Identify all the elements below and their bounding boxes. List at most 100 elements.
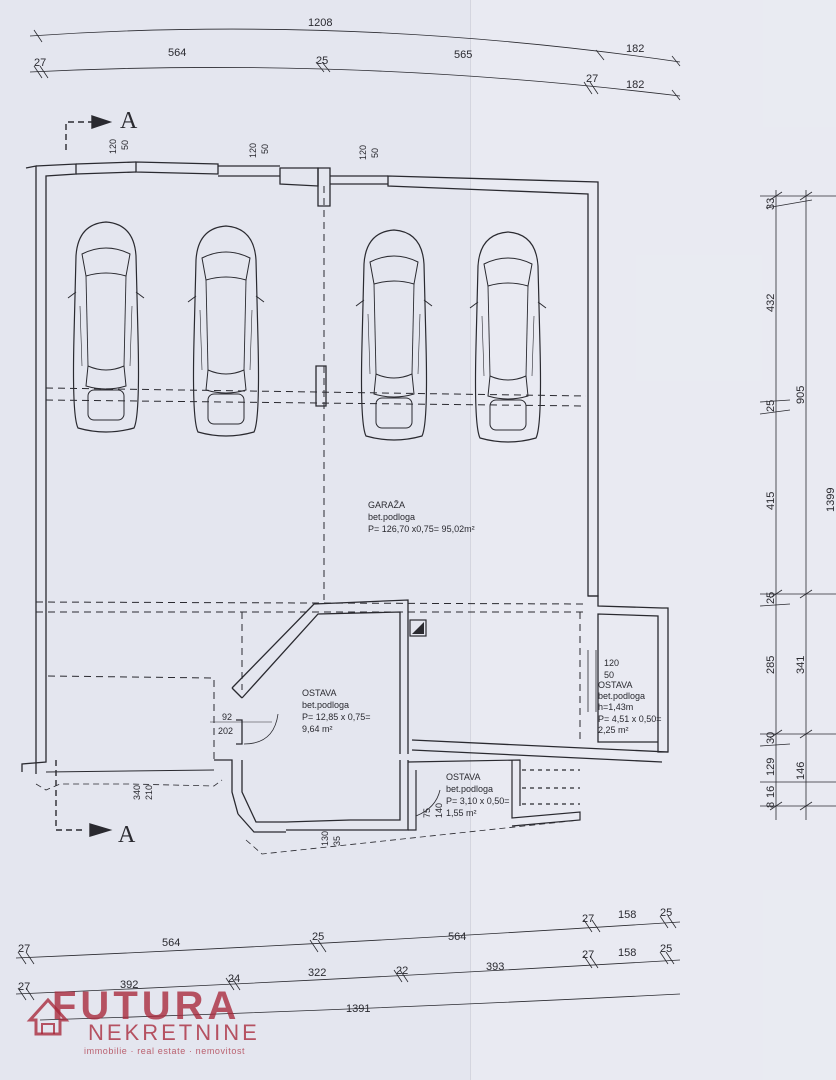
- section-mark-bottom: [55, 760, 113, 837]
- svg-text:146: 146: [795, 762, 807, 780]
- storage-main-floor: bet.podloga: [302, 700, 349, 710]
- svg-text:120: 120: [358, 145, 368, 160]
- futura-logo: FUTURA NEKRETNINE immobilie · real estat…: [22, 984, 257, 1060]
- storage-main-area1: P= 12,85 x 0,75=: [302, 712, 371, 722]
- storage-small-name: OSTAVA: [446, 772, 481, 782]
- svg-text:25: 25: [765, 400, 777, 412]
- dim-top-564: 564: [168, 47, 186, 59]
- door-small-140: 140: [434, 803, 444, 818]
- svg-text:33: 33: [765, 198, 777, 210]
- garage-name: GARAŽA: [368, 500, 405, 510]
- storage-small-walls: [407, 759, 581, 831]
- svg-text:27: 27: [582, 949, 594, 961]
- storage-right-area2: 2,25 m²: [598, 725, 629, 735]
- outer-walls: [21, 161, 669, 774]
- svg-text:27: 27: [582, 913, 594, 925]
- svg-text:285: 285: [765, 656, 777, 674]
- bottom-dims-text: 27 564 25 564 27 158 25 27 392 24 322 22…: [18, 907, 672, 1015]
- svg-text:30: 30: [765, 732, 777, 744]
- svg-text:24: 24: [228, 973, 240, 985]
- dim-top-27-right: 27: [586, 73, 598, 85]
- parked-cars: [67, 221, 547, 443]
- svg-text:564: 564: [162, 937, 180, 949]
- svg-text:8: 8: [765, 802, 777, 808]
- logo-name: FUTURA: [52, 984, 241, 1028]
- section-label-bottom: A: [118, 822, 136, 848]
- logo-house-icon: [26, 997, 70, 1036]
- storage-small-area1: P= 3,10 x 0,50=: [446, 796, 510, 806]
- svg-text:25: 25: [765, 592, 777, 604]
- dashed-beams: [35, 186, 587, 760]
- svg-text:16: 16: [765, 786, 777, 798]
- logo-tagline: immobilie · real estate · nemovitost: [84, 1046, 246, 1056]
- top-dimension-lines: [29, 28, 681, 101]
- svg-text:1391: 1391: [346, 1003, 370, 1015]
- storage-right-dim-120: 120: [604, 658, 619, 668]
- storage-main-area2: 9,64 m²: [302, 724, 333, 734]
- storage-small-floor: bet.podloga: [446, 784, 493, 794]
- door-small-75: 75: [422, 808, 432, 818]
- svg-text:905: 905: [795, 386, 807, 404]
- svg-text:322: 322: [308, 967, 326, 979]
- door-dim-340: 340: [132, 785, 142, 800]
- svg-text:341: 341: [795, 656, 807, 674]
- window-dims: 120 50 120 50 120 50: [108, 139, 380, 160]
- bottom-dimension-lines: [15, 915, 681, 1021]
- section-label-top: A: [120, 108, 138, 134]
- storage-right-height: h=1,43m: [598, 702, 633, 712]
- garage-area: P= 126,70 x0,75= 95,02m²: [368, 524, 475, 534]
- garage-floor: bet.podloga: [368, 512, 415, 522]
- door-dim-202: 202: [218, 726, 233, 736]
- svg-text:120: 120: [108, 139, 118, 154]
- storage-right-floor: bet.podloga: [598, 691, 645, 701]
- chimney-fill: [412, 622, 424, 634]
- svg-text:158: 158: [618, 909, 636, 921]
- svg-text:22: 22: [396, 965, 408, 977]
- dim-top-182-upper: 182: [626, 43, 644, 55]
- svg-text:25: 25: [660, 943, 672, 955]
- dim-top-565: 565: [454, 49, 472, 61]
- logo-subtitle: NEKRETNINE: [88, 1020, 260, 1045]
- svg-text:129: 129: [765, 758, 777, 776]
- car-3: [355, 229, 433, 441]
- svg-text:393: 393: [486, 961, 504, 973]
- svg-text:415: 415: [765, 492, 777, 510]
- svg-text:27: 27: [18, 981, 30, 993]
- svg-text:50: 50: [120, 140, 130, 150]
- chimney-square: [409, 619, 427, 637]
- svg-text:392: 392: [120, 979, 138, 991]
- paper-fold: [470, 0, 472, 1080]
- window-bottom-35: 35: [332, 836, 342, 846]
- door-swing: [243, 713, 279, 745]
- car-2: [187, 225, 265, 437]
- door-dim-92: 92: [222, 712, 232, 722]
- dim-top-25: 25: [316, 55, 328, 67]
- dim-overall-top: 1208: [308, 17, 332, 29]
- right-dims-text: 33 432 25 415 25 285 30 129 8 16 905 341…: [765, 198, 836, 808]
- svg-text:27: 27: [18, 943, 30, 955]
- svg-text:50: 50: [260, 144, 270, 154]
- storage-right-area1: P= 4,51 x 0,50=: [598, 714, 662, 724]
- section-mark-top: [65, 115, 113, 150]
- storage-main-name: OSTAVA: [302, 688, 337, 698]
- dim-top-182-lower: 182: [626, 79, 644, 91]
- car-4: [469, 231, 547, 443]
- window-bottom-130: 130: [320, 831, 330, 846]
- svg-text:25: 25: [660, 907, 672, 919]
- svg-text:120: 120: [248, 143, 258, 158]
- right-dimension-lines: [759, 190, 836, 820]
- storage-right-name: OSTAVA: [598, 680, 633, 690]
- door-dim-210: 210: [144, 785, 154, 800]
- storage-main-walls: [214, 599, 409, 833]
- svg-text:564: 564: [448, 931, 466, 943]
- storage-small-area2: 1,55 m²: [446, 808, 477, 818]
- dim-top-27-left: 27: [34, 57, 46, 69]
- svg-text:25: 25: [312, 931, 324, 943]
- svg-text:50: 50: [370, 148, 380, 158]
- svg-text:158: 158: [618, 947, 636, 959]
- storage-right-dim-50: 50: [604, 670, 614, 680]
- svg-text:1399: 1399: [825, 488, 836, 512]
- svg-text:432: 432: [765, 294, 777, 312]
